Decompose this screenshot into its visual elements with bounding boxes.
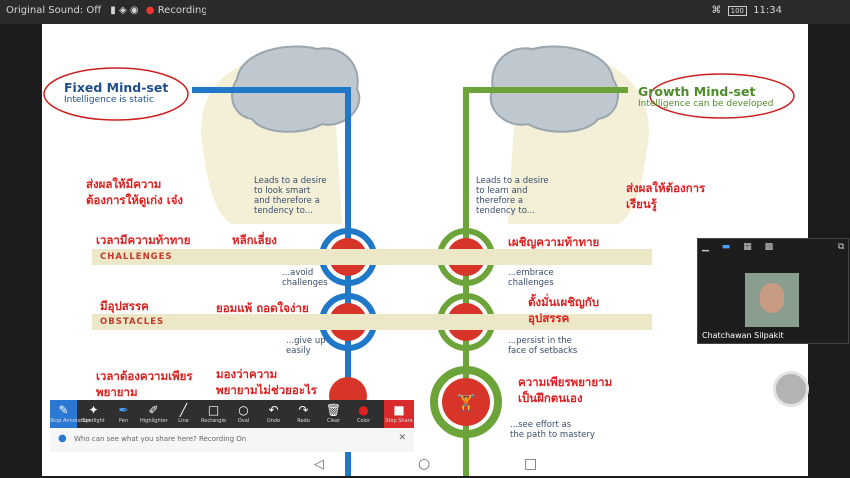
challenges-label: CHALLENGES [100,252,173,262]
pen-button[interactable]: ✒Pen [110,400,137,428]
annotation-obstacle-row: มีอุปสรรค [100,299,149,313]
video-thumbnail-panel[interactable]: ▁ ▬ ▦ ▩ ⧉ Chatchawan Silpakit [697,238,849,344]
fixed-mindset-title: Fixed Mind-set [64,80,169,95]
fixed-mindset-block: Fixed Mind-set Intelligence is static [64,80,168,105]
annotation-effort-row: เวลาต้องความเพียรพยายาม [96,369,193,399]
original-sound-label: Original Sound: Off [6,5,102,16]
color-swatch-icon: ● [358,403,369,417]
minimize-icon[interactable]: ▁ [702,242,709,252]
line-button[interactable]: ╱Line [170,400,197,428]
growth-effort-ring [430,366,502,438]
status-icons: ▮ ◈ ◉ [110,5,139,16]
stop-share-button[interactable]: ■Stop Share [384,400,414,428]
home-icon[interactable]: ○ [418,456,431,472]
growth-title-circle [649,73,795,119]
annotation-challenge-row: เวลามีความท้าทาย [96,233,191,247]
highlighter-icon: ✐ [148,403,159,417]
annotation-right-result: ส่งผลให้ต้องการเรียนรู้ [626,181,706,211]
obstacles-label: OBSTACLES [100,317,165,327]
spotlight-icon: ✦ [88,403,99,417]
redo-button[interactable]: ↷Redo [290,400,317,428]
stop-share-icon: ■ [393,403,405,417]
share-notice-bar: ● Who can see what you share here? Recor… [50,428,414,452]
pencil-icon: ✎ [58,403,69,417]
participant-name: Chatchawan Silpakit [702,331,784,340]
obstacles-bar: OBSTACLES [92,314,652,330]
video-controls[interactable]: ▁ ▬ ▦ ▩ ⧉ [702,242,844,252]
annotation-growth-challenge: เผชิญความท้าทาย [508,235,600,249]
share-notice-text[interactable]: Who can see what you share here? Recordi… [74,435,247,443]
annotation-fixed-challenge: หลีกเลี่ยง [232,233,277,247]
color-button[interactable]: ●Color [350,400,377,428]
annotation-left-result: ส่งผลให้มีความต้องการให้ดูเก่ง เจ๋ง [86,177,184,207]
growth-mindset-subtitle: Intelligence can be developed [638,99,774,109]
battery-icon: 100 [727,6,747,16]
redo-icon: ↷ [298,403,309,417]
speaker-view-icon[interactable]: ▬ [721,242,731,252]
oval-button[interactable]: ○Oval [230,400,257,428]
recording-label: Recording... [157,5,206,16]
weightlifter-icon: 🏋 [456,393,476,412]
recording-indicator[interactable]: ● Recording... [146,5,206,16]
line-icon: ╱ [179,403,188,417]
expand-icon[interactable]: ⧉ [837,242,845,252]
grid-view-icon[interactable]: ▩ [764,242,774,252]
annotation-growth-effort: ความเพียรพยายามเป็นฝึกตนเอง [518,375,613,405]
close-icon[interactable]: ✕ [398,433,406,443]
floating-assistive-button[interactable] [773,371,809,407]
recents-icon[interactable]: □ [524,456,538,472]
growth-mindset-block: Growth Mind-set Intelligence can be deve… [638,84,773,109]
clock: 11:34 [753,5,782,16]
spotlight-button[interactable]: ✦Spotlight [80,400,107,428]
pen-icon: ✒ [118,403,129,417]
annotation-fixed-obstacle: ยอมแพ้ ถอดใจง่าย [216,301,309,315]
fixed-mindset-subtitle: Intelligence is static [64,95,154,105]
status-left: Original Sound: Off ▮ ◈ ◉ ● Recording... [6,5,206,16]
status-bar: Original Sound: Off ▮ ◈ ◉ ● Recording...… [0,0,850,24]
trash-icon: 🗑 [325,403,342,417]
rectangle-icon: □ [207,403,220,417]
participant-video [745,273,799,327]
status-right: ⌘ 100 11:34 [711,5,782,16]
fixed-title-circle [43,67,189,121]
navigation-bar: ◁ ○ □ [42,455,808,477]
back-icon[interactable]: ◁ [314,457,324,472]
annotation-toolbar: ✎Stop Annotation ✦Spotlight ✒Pen ✐Highli… [50,400,414,428]
annotation-fixed-effort: มองว่าความพยายามไม่ช่วยอะไร [216,367,317,397]
slide-graphics: ⇥⇤ ⇤⇥ 🏋 [43,45,795,476]
clear-button[interactable]: 🗑Clear [320,400,347,428]
highlighter-button[interactable]: ✐Highlighter [140,403,168,424]
rectangle-button[interactable]: □Rectangle [201,403,226,424]
recording-dot-icon: ● [145,5,155,16]
growth-effort-badge [442,378,490,426]
stop-annotation-button[interactable]: ✎Stop Annotation [50,400,90,428]
annotation-growth-obstacle: ตั้งมั่นเผชิญกับอุปสรรค [528,295,600,325]
share-info-icon: ● [58,433,67,444]
participant-face [760,283,784,313]
undo-icon: ↶ [268,403,279,417]
nfc-icon: ⌘ [711,5,722,16]
oval-icon: ○ [238,403,249,417]
growth-mindset-title: Growth Mind-set [638,84,756,99]
challenges-bar: CHALLENGES [92,249,652,265]
gallery-view-icon[interactable]: ▦ [743,242,752,252]
undo-button[interactable]: ↶Undo [260,400,287,428]
